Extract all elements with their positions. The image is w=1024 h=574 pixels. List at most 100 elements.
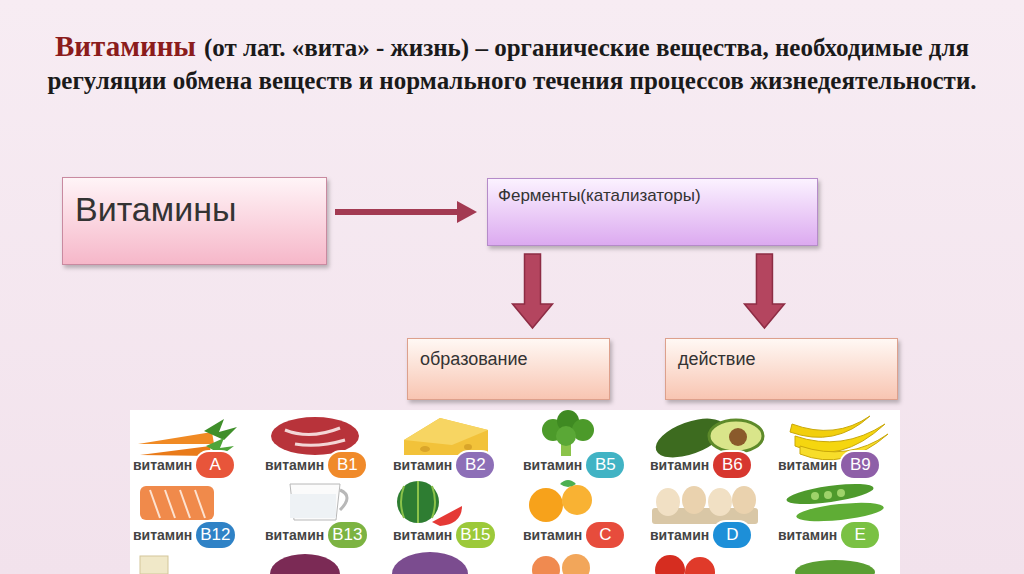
vitamin-word: витамин	[650, 457, 709, 473]
main-box: Витамины	[62, 177, 327, 265]
food-shape	[340, 490, 347, 510]
food-shape	[732, 486, 756, 514]
food-shape	[140, 556, 168, 574]
vitamin-word: витамин	[778, 457, 837, 473]
connector-arrow	[744, 254, 784, 328]
food-shape	[682, 486, 706, 514]
vitamin-label: витаминB9	[778, 452, 879, 478]
food-shape	[795, 560, 875, 574]
vitamin-label: витаминB2	[393, 452, 494, 478]
vitamin-label: витаминB12	[133, 522, 235, 548]
block-arrow	[744, 254, 784, 328]
food-shape	[656, 488, 680, 516]
food-shape	[270, 554, 340, 574]
vitamin-label: витаминD	[650, 522, 751, 548]
food-shape	[709, 420, 763, 452]
salmon	[140, 486, 214, 520]
connector-arrow	[335, 201, 477, 223]
food-shape	[432, 506, 462, 526]
vitamin-letter: A	[196, 452, 234, 478]
eggs	[652, 486, 758, 524]
vitamin-word: витамин	[133, 457, 192, 473]
food-shape	[708, 488, 732, 516]
vitamin-letter: B15	[456, 522, 494, 548]
result-box: действие	[665, 338, 898, 400]
food-shape	[560, 480, 576, 487]
food-shape	[529, 488, 563, 522]
vitamin-label: витаминB1	[265, 452, 366, 478]
food-shape	[404, 418, 488, 455]
food-shape	[811, 492, 819, 500]
vitamin-word: витамин	[265, 457, 324, 473]
box-text: образование	[420, 347, 597, 371]
food-shape	[837, 489, 845, 497]
cheese	[404, 418, 488, 455]
food-shape	[401, 481, 435, 523]
vitamin-letter: B5	[586, 452, 624, 478]
vitamin-letter: E	[841, 522, 879, 548]
arrow-head	[457, 201, 477, 223]
block-arrow	[513, 254, 553, 328]
food-shape	[464, 444, 472, 450]
peas	[785, 480, 884, 525]
title-term: Витамины	[55, 30, 196, 62]
food-shape	[404, 418, 488, 445]
vitamin-word: витамин	[523, 457, 582, 473]
vitamin-label: витаминE	[778, 522, 879, 548]
food-shape	[392, 552, 468, 574]
food-shape	[285, 428, 345, 445]
box-text: Витамины	[75, 188, 314, 230]
food-shape	[150, 490, 205, 518]
oranges	[529, 480, 592, 522]
vitamin-letter: D	[713, 522, 751, 548]
broccoli	[542, 410, 594, 456]
food-shape	[824, 491, 832, 499]
connector-arrow	[513, 254, 553, 328]
food-shape	[790, 416, 870, 437]
food-shape	[562, 554, 590, 574]
milk-jug	[290, 484, 347, 520]
vitamin-word: витамин	[650, 527, 709, 543]
watermelon	[397, 481, 462, 526]
food-shape	[795, 499, 884, 524]
food-shape	[655, 555, 685, 574]
box-text: действие	[678, 347, 885, 371]
vitamin-letter: B1	[328, 452, 366, 478]
vitamin-word: витамин	[523, 527, 582, 543]
vitamin-label: витаминA	[133, 452, 234, 478]
vitamin-word: витамин	[265, 527, 324, 543]
food-shape	[140, 486, 214, 520]
arrow-line	[335, 209, 459, 215]
vitamin-letter: B2	[456, 452, 494, 478]
food-shape	[685, 557, 715, 574]
carrots	[138, 419, 237, 456]
vitamin-label: витаминB15	[393, 522, 495, 548]
vitamin-letter: B9	[841, 452, 879, 478]
picture-band	[130, 410, 900, 574]
vitamin-label: витаминC	[523, 522, 624, 548]
vitamin-label: витаминB13	[265, 522, 367, 548]
food-shape	[138, 432, 214, 444]
vitamin-letter: C	[586, 522, 624, 548]
food-shape	[562, 485, 592, 515]
food-shape	[290, 494, 336, 518]
vitamin-letter: B6	[713, 452, 751, 478]
enzyme-box: Ферменты(катализаторы)	[487, 178, 818, 246]
food-shape	[532, 556, 560, 574]
vitamin-word: витамин	[393, 527, 452, 543]
food-shape	[271, 417, 359, 455]
vitamin-word: витамин	[778, 527, 837, 543]
vitamin-word: витамин	[133, 527, 192, 543]
food-shape	[729, 428, 747, 446]
vitamin-label: витаминB5	[523, 452, 624, 478]
vitamin-label: витаминB6	[650, 452, 751, 478]
vitamin-letter: B13	[328, 522, 366, 548]
vitamin-word: витамин	[393, 457, 452, 473]
food-shape	[290, 484, 340, 520]
bottom-row-foods	[140, 552, 875, 574]
food-shape	[556, 426, 576, 446]
meat	[271, 417, 359, 455]
food-shape	[420, 446, 430, 452]
bananas	[790, 416, 888, 460]
